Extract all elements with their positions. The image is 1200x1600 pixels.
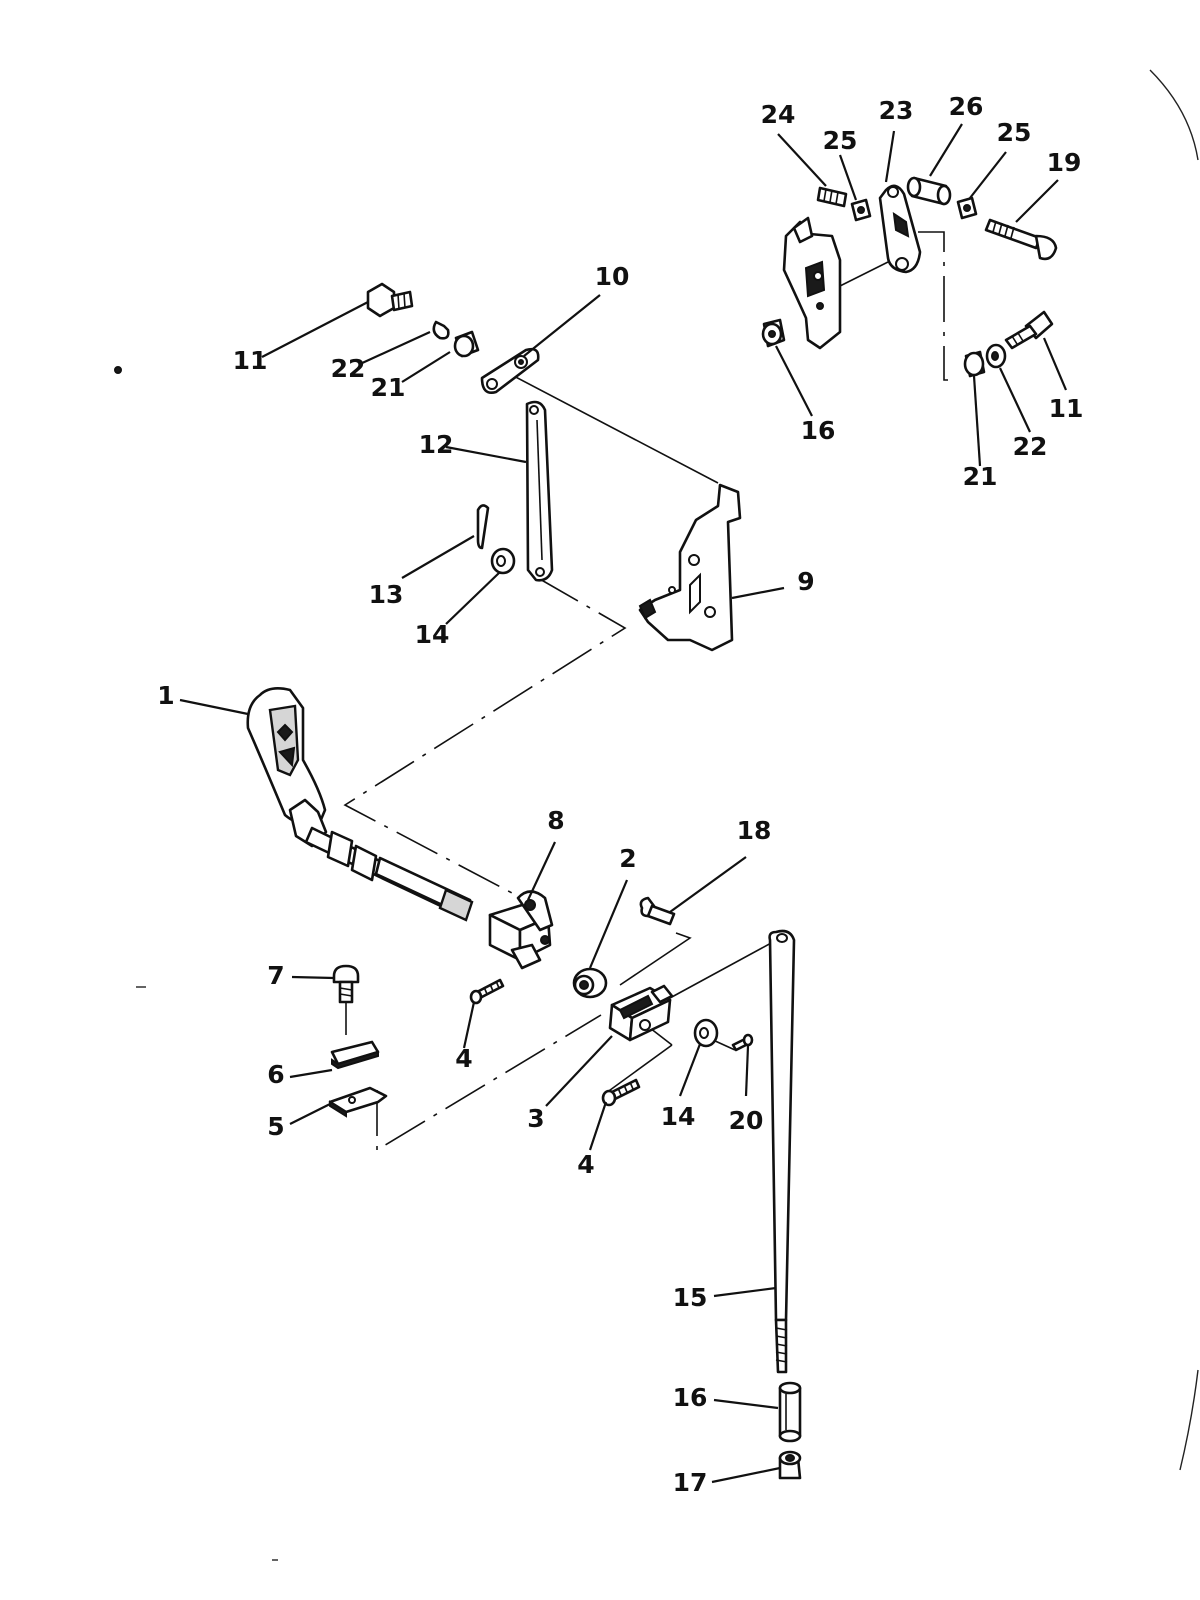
callout-20: 20	[729, 1106, 764, 1135]
callout-25: 25	[823, 126, 858, 155]
lever-shaft	[304, 826, 474, 922]
speck	[114, 366, 122, 374]
bolt-11-right	[1004, 310, 1054, 350]
callout-4: 4	[577, 1150, 594, 1179]
shift-lever-handle	[246, 687, 328, 848]
callout-7: 7	[267, 961, 284, 990]
washer-22-left	[432, 320, 450, 340]
callout-26: 26	[949, 92, 984, 121]
leader-lines	[179, 123, 1068, 1484]
shift-block-3	[608, 984, 674, 1042]
shift-cam	[488, 890, 554, 970]
clip-5	[328, 1086, 388, 1118]
spacer-26	[906, 176, 952, 206]
callout-23: 23	[879, 96, 914, 125]
callout-21: 21	[371, 373, 406, 402]
callout-1: 1	[157, 681, 174, 710]
nut-25-left	[850, 198, 872, 222]
screw-4-upper	[469, 978, 505, 1005]
callout-13: 13	[369, 580, 404, 609]
nut-17	[778, 1450, 802, 1480]
pin-20	[731, 1033, 754, 1052]
callout-22: 22	[331, 354, 366, 383]
callout-16: 16	[801, 416, 836, 445]
callout-14: 14	[661, 1102, 696, 1131]
callout-6: 6	[267, 1060, 284, 1089]
callout-9: 9	[797, 567, 814, 596]
coupler-16-lower	[778, 1381, 802, 1443]
callout-16: 16	[673, 1383, 708, 1412]
nut-25-right	[956, 196, 978, 220]
bolt-7	[332, 964, 360, 1004]
callout-10: 10	[595, 262, 630, 291]
bolt-18	[639, 896, 676, 926]
callout-labels: 1 2 3 4 4 5 6 7 8 9 10 11 11 12 13 14 14…	[157, 92, 1083, 1497]
bushing-2	[572, 967, 608, 999]
callout-3: 3	[527, 1104, 544, 1133]
washer-14-lower	[693, 1018, 719, 1048]
ball-stud-19	[984, 218, 1058, 261]
callout-25: 25	[997, 118, 1032, 147]
link-arm-12	[525, 400, 554, 582]
bolt-11-left	[366, 282, 414, 318]
callout-2: 2	[619, 844, 636, 873]
bracket-9	[638, 483, 742, 652]
callout-22: 22	[1013, 432, 1048, 461]
callout-14: 14	[415, 620, 450, 649]
washer-22-right	[985, 343, 1007, 369]
assembly-lines	[343, 231, 948, 1152]
callout-11: 11	[1049, 394, 1084, 423]
callout-19: 19	[1047, 148, 1082, 177]
callout-5: 5	[267, 1112, 284, 1141]
callout-12: 12	[419, 430, 454, 459]
bushing-21-right	[963, 350, 986, 378]
callout-8: 8	[547, 806, 564, 835]
nut-16-upper	[761, 318, 786, 348]
bushing-21-left	[453, 330, 480, 358]
plate-6	[330, 1040, 380, 1070]
callout-11: 11	[233, 346, 268, 375]
washer-14-upper	[490, 547, 516, 575]
callout-24: 24	[761, 100, 796, 129]
throttle-arm-23	[878, 184, 922, 274]
shift-rod-15	[768, 929, 796, 1374]
link-10	[480, 347, 540, 394]
page-edge-arc	[1149, 69, 1199, 161]
callout-17: 17	[673, 1468, 708, 1497]
callout-15: 15	[673, 1283, 708, 1312]
screw-4-lower	[601, 1078, 641, 1107]
carburetor-bracket	[782, 216, 842, 350]
cotter-pin-13	[476, 504, 490, 550]
page-edge-arc	[1179, 1369, 1199, 1471]
callout-21: 21	[963, 462, 998, 491]
spring-24	[816, 186, 848, 208]
callout-4: 4	[455, 1044, 472, 1073]
callout-18: 18	[737, 816, 772, 845]
